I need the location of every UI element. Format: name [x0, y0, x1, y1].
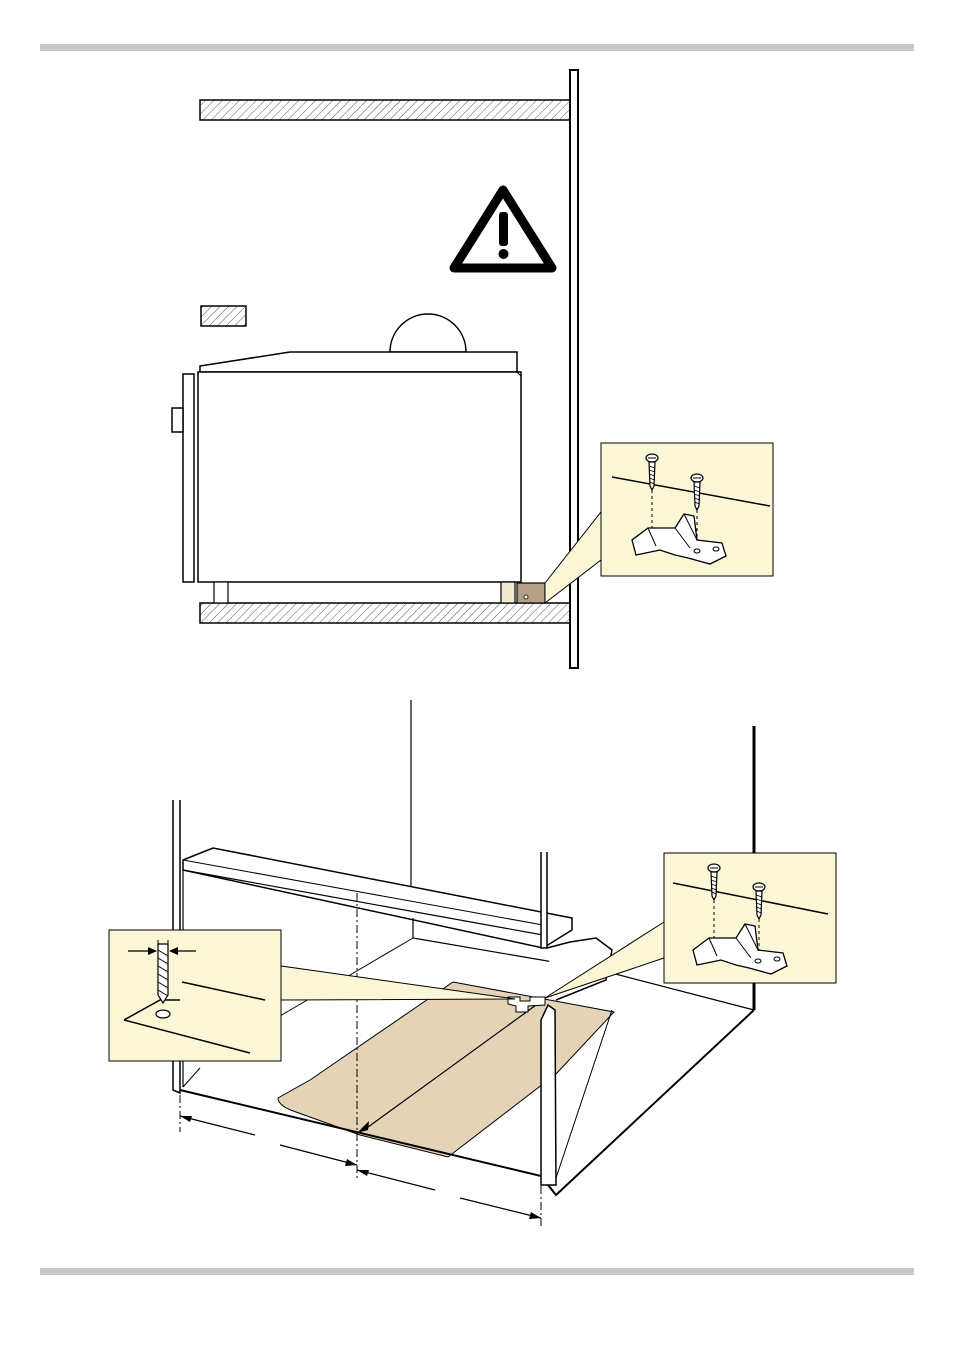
warning-triangle-icon — [454, 190, 552, 268]
appliance-foot-left — [214, 582, 228, 603]
mounting-bracket — [517, 583, 545, 603]
top-shelf — [200, 100, 570, 120]
drill-bit-icon — [158, 940, 168, 1003]
paper-template — [278, 982, 614, 1157]
drill-inset — [109, 930, 281, 1061]
appliance-foot-right — [501, 582, 515, 603]
appliance-door — [183, 374, 194, 582]
callout-beam-drill — [281, 966, 515, 1000]
appliance — [172, 314, 545, 603]
detail-inset-top — [601, 443, 773, 576]
hatched-block — [201, 306, 246, 326]
bottom-shelf — [200, 603, 570, 623]
detail-inset-bottom — [664, 853, 836, 983]
bottom-figure — [109, 700, 836, 1228]
top-figure — [172, 70, 773, 668]
door-handle — [172, 408, 183, 432]
